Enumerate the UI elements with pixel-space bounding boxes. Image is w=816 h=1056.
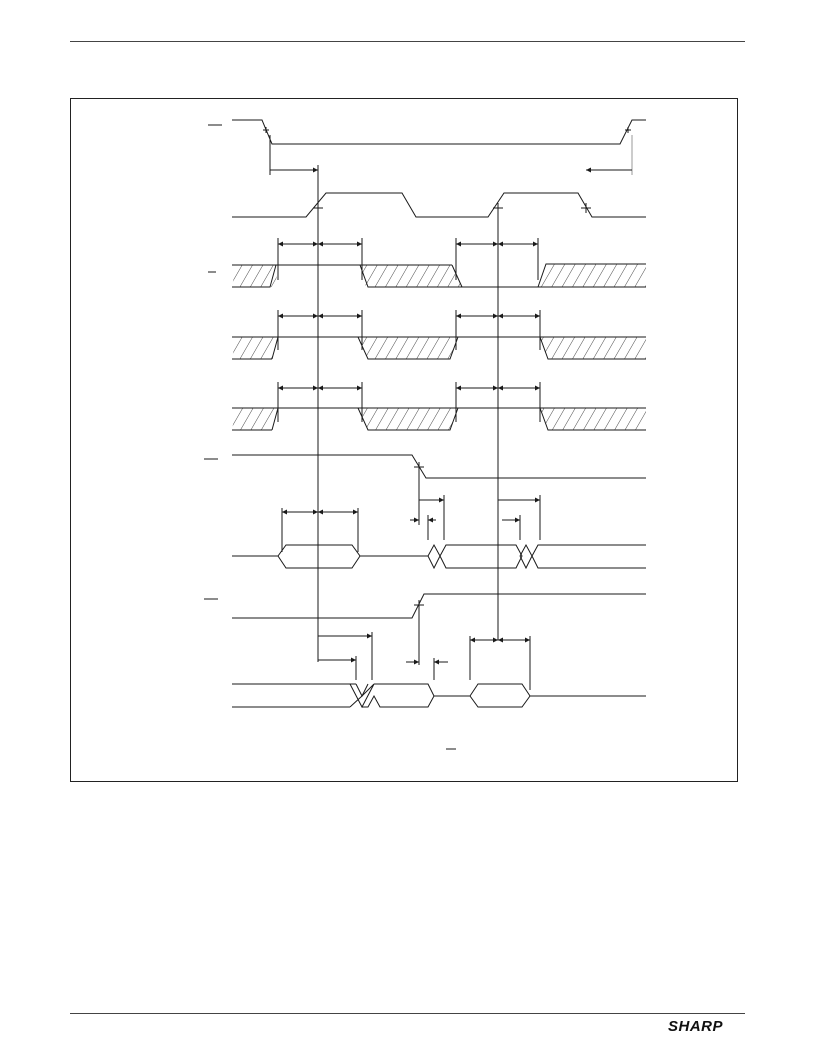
header-rule	[70, 41, 745, 42]
signal-6-waveform	[232, 454, 646, 479]
signal-3-hatch-c	[538, 264, 646, 287]
signal-1-waveform	[232, 119, 646, 145]
footer-rule	[70, 1013, 745, 1014]
signal-3-hatch-a	[232, 265, 280, 287]
timing-diagram-frame	[70, 98, 738, 782]
signal-2-waveform	[232, 192, 646, 218]
signal-7-data-valid	[277, 544, 361, 569]
signal-3-hatch-b	[360, 265, 462, 287]
signal-9-data-valid	[469, 683, 531, 708]
signal-8-waveform	[232, 593, 646, 619]
sharp-logo: SHARP	[668, 1018, 724, 1035]
